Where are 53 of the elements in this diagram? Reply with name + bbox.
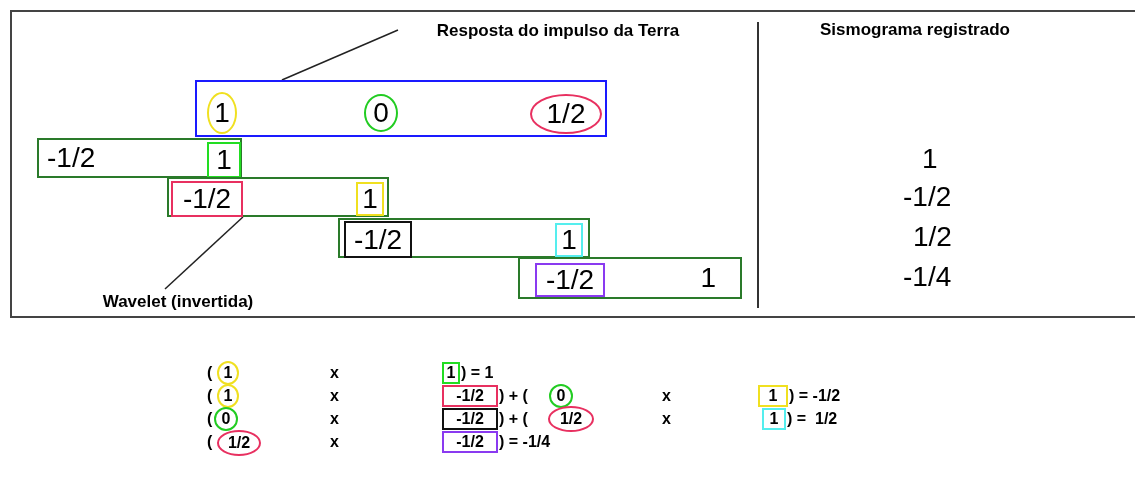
equation-text: x — [662, 411, 671, 427]
circled-number: 1/2 — [530, 94, 602, 134]
equation-text: x — [662, 388, 671, 404]
framed-number: -1/2 — [344, 221, 412, 258]
framed-number: 1 — [207, 142, 241, 178]
equation-text: ( — [207, 365, 213, 381]
circled-number: 1 — [207, 92, 237, 134]
circled-number: 1/2 — [548, 406, 594, 432]
equation-text: ( — [207, 388, 213, 404]
leader-line — [281, 29, 399, 81]
framed-number: 1 — [758, 385, 788, 407]
framed-number: -1/2 — [171, 181, 243, 217]
impulse-response-box — [195, 80, 607, 137]
wavelet-box — [338, 218, 590, 258]
circled-number: 1 — [217, 361, 239, 385]
equation-text: ( — [207, 434, 213, 450]
equation-text: x — [330, 365, 339, 381]
leader-line — [164, 216, 244, 290]
equation-text: ) + ( — [499, 411, 528, 427]
callout-label: Resposta do impulso da Terra — [398, 18, 718, 42]
framed-number: 1 — [356, 182, 384, 216]
seismogram-value: 1/2 — [913, 223, 952, 251]
seismogram-value: 1 — [922, 145, 938, 173]
number-text: 1 — [700, 264, 716, 292]
wavelet-box — [37, 138, 242, 178]
equation-text: x — [330, 388, 339, 404]
circled-number: 1/2 — [217, 430, 261, 456]
framed-number: 1 — [762, 408, 786, 430]
equation-text: x — [330, 434, 339, 450]
wavelet-box — [167, 177, 389, 217]
circled-number: 0 — [549, 384, 573, 408]
equation-text: ( — [207, 411, 213, 427]
seismogram-value: -1/2 — [903, 183, 952, 211]
equation-text: x — [330, 411, 339, 427]
framed-number: -1/2 — [442, 431, 498, 453]
column-heading: Sismograma registrado — [820, 21, 1010, 38]
callout-label: Wavelet (invertida) — [78, 289, 278, 313]
framed-number: 1 — [555, 223, 583, 257]
framed-number: -1/2 — [535, 263, 605, 297]
equation-text: ) = -1/4 — [499, 434, 551, 450]
circled-number: 1 — [217, 384, 239, 408]
number-text: -1/2 — [47, 144, 96, 172]
circled-number: 0 — [364, 94, 398, 132]
equation-text: ) + ( — [499, 388, 528, 404]
wavelet-box — [518, 257, 742, 299]
equation-text: ) = -1/2 — [789, 388, 841, 404]
equation-text: ) = 1/2 — [787, 411, 838, 427]
circled-number: 0 — [214, 407, 238, 431]
framed-number: -1/2 — [442, 408, 498, 430]
framed-number: -1/2 — [442, 385, 498, 407]
seismogram-value: -1/4 — [903, 263, 952, 291]
equation-text: ) = 1 — [461, 365, 494, 381]
framed-number: 1 — [442, 362, 460, 384]
